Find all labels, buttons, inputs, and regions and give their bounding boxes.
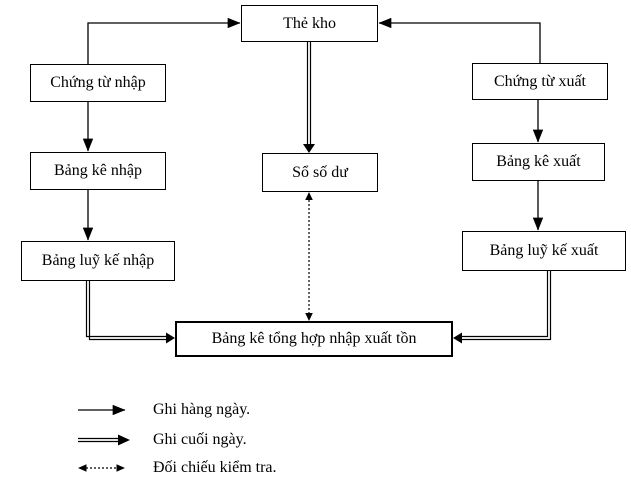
node-chung-tu-xuat-label: Chứng từ xuất xyxy=(493,72,586,90)
legend-label-daily: Ghi hàng ngày. xyxy=(153,401,251,418)
node-bang-ke-nhap: Bảng kê nhập xyxy=(30,152,166,190)
node-bang-ke-tong-hop-label: Bảng kê tổng hợp nhập xuất tồn xyxy=(211,330,417,347)
node-bang-ke-nhap-label: Bảng kê nhập xyxy=(54,162,142,179)
legend-row-daily: Ghi hàng ngày. xyxy=(78,400,250,420)
edge-the-kho-to-so-so-du xyxy=(303,42,315,153)
edge-so-so-du-to-tong-hop xyxy=(305,192,313,321)
legend-row-end-of-day: Ghi cuối ngày. xyxy=(78,430,247,450)
legend-row-cross-check: Đối chiếu kiểm tra. xyxy=(78,458,277,478)
node-the-kho-label: Thẻ kho xyxy=(283,14,336,32)
single-solid-arrow-icon xyxy=(78,404,126,416)
node-the-kho: Thẻ kho xyxy=(241,5,378,42)
legend-label-cross-check: Đối chiếu kiểm tra. xyxy=(153,459,277,476)
node-bang-luy-ke-xuat: Bảng luỹ kế xuất xyxy=(462,231,626,271)
node-bang-luy-ke-xuat-label: Bảng luỹ kế xuất xyxy=(489,242,599,259)
node-bang-luy-ke-nhap-label: Bảng luỹ kế nhập xyxy=(41,252,155,269)
node-so-so-du: Sổ số dư xyxy=(262,153,378,192)
node-chung-tu-nhap: Chứng từ nhập xyxy=(30,64,166,102)
double-line-arrow-icon xyxy=(78,434,130,446)
node-bang-ke-xuat-label: Bảng kê xuất xyxy=(496,153,581,170)
node-chung-tu-xuat: Chứng từ xuất xyxy=(472,63,608,100)
node-bang-luy-ke-nhap: Bảng luỹ kế nhập xyxy=(21,241,175,281)
edge-bang-luy-ke-xuat-to-tong-hop xyxy=(453,271,552,344)
edge-chung-tu-xuat-to-the-kho xyxy=(378,17,541,63)
dotted-double-headed-arrow-icon xyxy=(78,464,125,472)
node-chung-tu-nhap-label: Chứng từ nhập xyxy=(50,74,146,91)
legend-label-end-of-day: Ghi cuối ngày. xyxy=(153,431,247,448)
edge-chung-tu-nhap-to-the-kho xyxy=(87,17,241,64)
node-bang-ke-tong-hop: Bảng kê tổng hợp nhập xuất tồn xyxy=(175,321,453,357)
node-bang-ke-xuat: Bảng kê xuất xyxy=(472,143,605,181)
node-so-so-du-label: Sổ số dư xyxy=(292,163,348,181)
edge-bang-luy-ke-nhap-to-tong-hop xyxy=(85,281,175,344)
